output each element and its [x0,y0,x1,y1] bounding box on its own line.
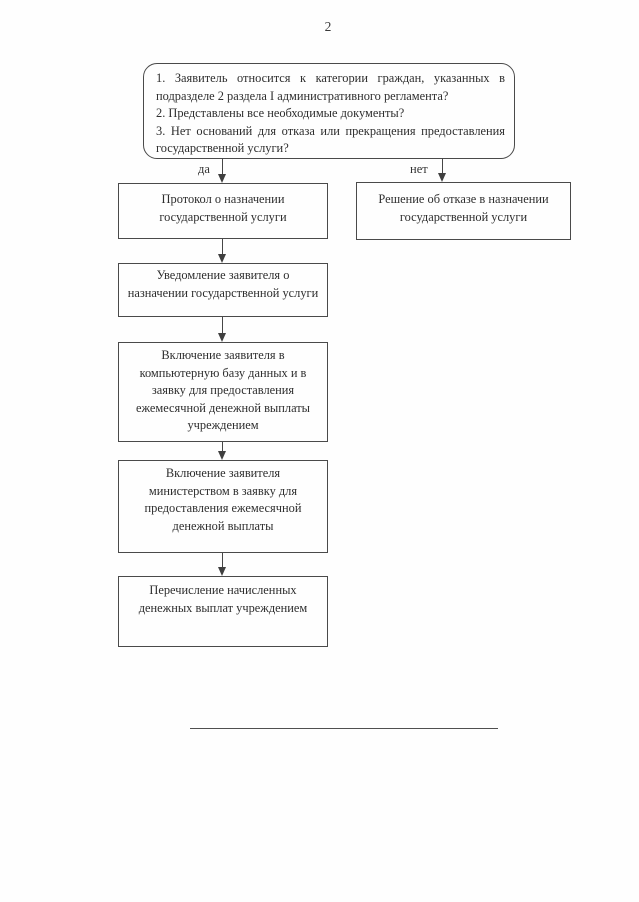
connector-line [442,158,443,173]
connector-decision-to-step1 [218,158,227,183]
arrow-down-icon [218,254,226,263]
connector-line [222,239,223,254]
arrow-down-icon [218,451,226,460]
connector-line [222,158,223,174]
connector-line [222,442,223,451]
reject-decision-box: Решение об отказе в назначении государст… [356,182,571,240]
branch-label-yes: да [198,162,210,176]
decision-condition-3: 3. Нет оснований для отказа или прекраще… [156,123,505,156]
connector-step2-to-step3 [218,317,227,342]
step-database-entry-box: Включение заявителя в компьютерную базу … [118,342,328,442]
arrow-down-icon [218,567,226,576]
page-number: 2 [324,19,332,34]
step-notification-box: Уведомление заявителя о назначении госуд… [118,263,328,317]
arrow-down-icon [438,173,446,182]
connector-step3-to-step4 [218,442,227,460]
connector-line [222,317,223,333]
connector-decision-to-reject [438,158,447,182]
connector-step4-to-step5 [218,553,227,576]
step-protocol-box: Протокол о назначении государственной ус… [118,183,328,239]
connector-line [222,553,223,567]
arrow-down-icon [218,174,226,183]
decision-condition-1: 1. Заявитель относится к категории гражд… [156,71,505,103]
step-ministry-request-box: Включение заявителя министерством в заяв… [118,460,328,553]
decision-box: 1. Заявитель относится к категории гражд… [143,63,515,159]
connector-step1-to-step2 [218,239,227,263]
decision-condition-2: 2. Представлены все необходимые документ… [156,106,405,120]
arrow-down-icon [218,333,226,342]
step-transfer-box: Перечисление начисленных денежных выплат… [118,576,328,647]
footer-rule [190,728,498,729]
branch-label-no: нет [410,162,428,176]
